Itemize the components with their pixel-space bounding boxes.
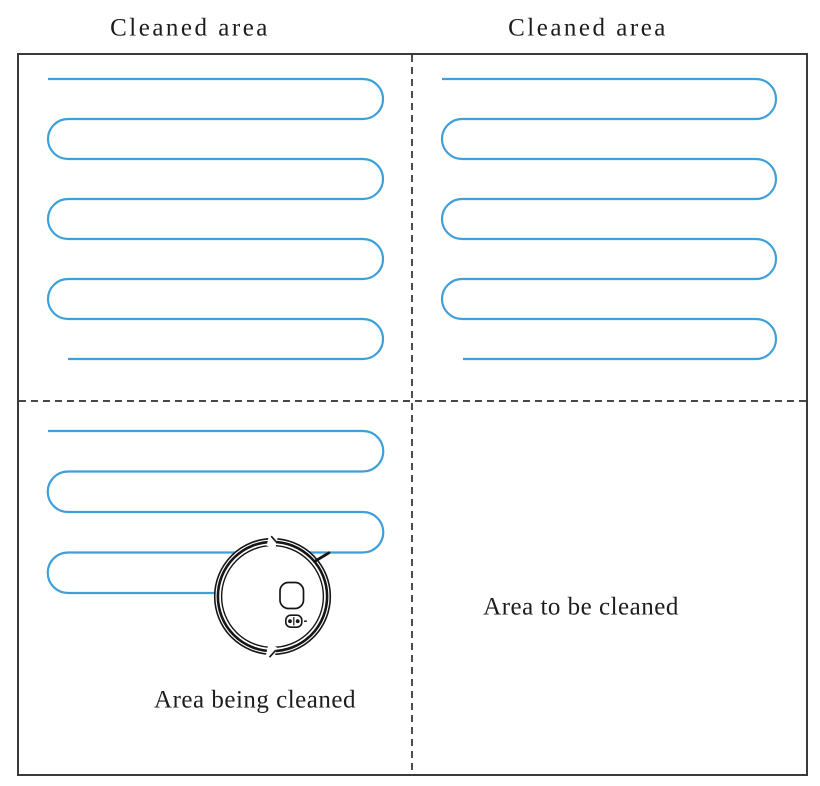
robot-outer-ring	[213, 537, 332, 656]
room-boundary-box	[17, 53, 808, 776]
label-area-being-cleaned: Area being cleaned	[154, 686, 356, 714]
cleaning-path-bottom-left	[46, 429, 385, 595]
label-cleaned-area-right: Cleaned area	[508, 14, 668, 42]
robot-top-notch-mark	[270, 535, 278, 544]
cleaning-path-top-right	[440, 77, 778, 361]
label-area-to-be-cleaned: Area to be cleaned	[483, 593, 679, 621]
robot-power-dot-left	[288, 619, 292, 624]
robot-vacuum-icon	[213, 533, 332, 660]
cleaning-path-top-left	[46, 77, 385, 361]
robot-bottom-notch-mark	[268, 649, 277, 658]
robot-bottom-notch-gap	[265, 645, 277, 660]
robot-power-dot-right	[295, 619, 300, 624]
robot-lidar-icon	[279, 581, 305, 610]
label-cleaned-area-left: Cleaned area	[110, 14, 270, 42]
robot-antenna-icon	[313, 551, 331, 563]
robot-top-notch-gap	[266, 533, 279, 548]
